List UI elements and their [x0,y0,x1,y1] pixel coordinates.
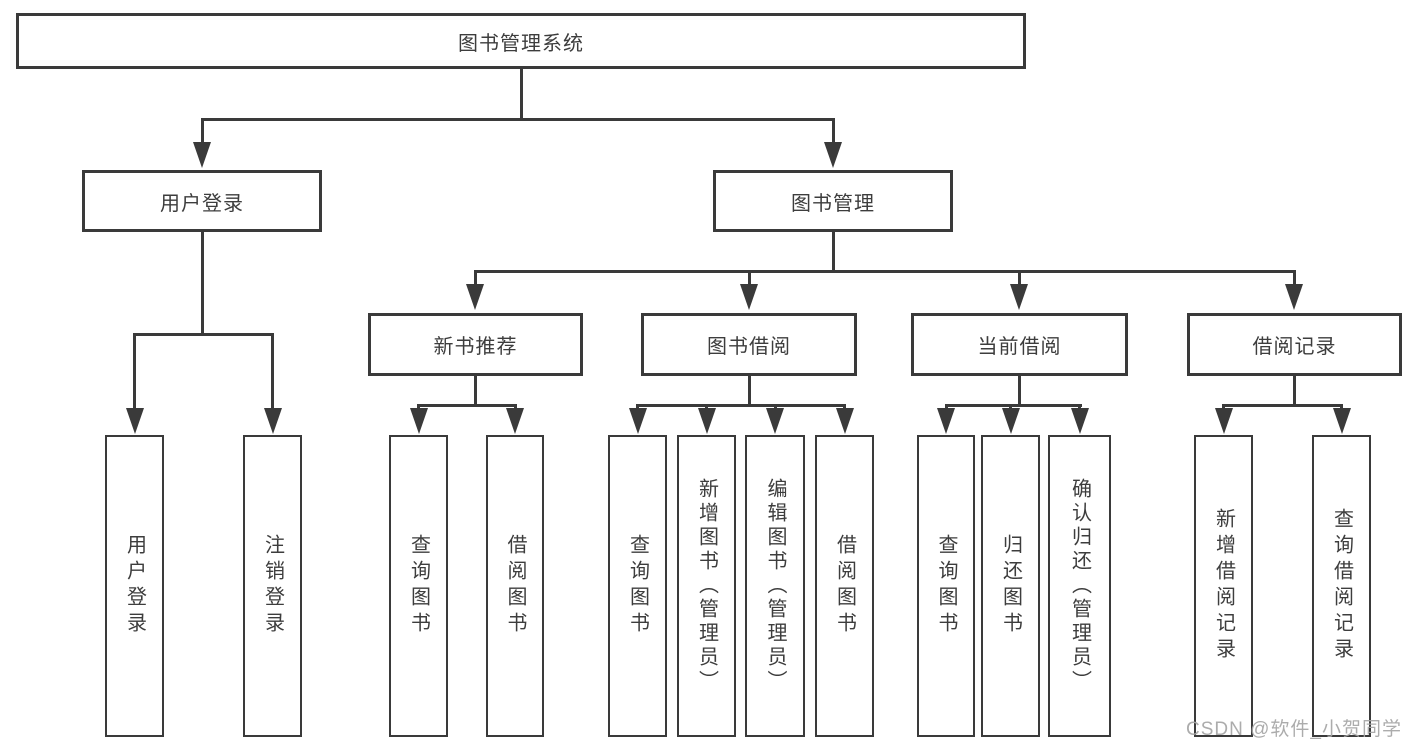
connector-line [636,404,846,407]
connector-line [473,273,477,287]
arrow-down [1070,408,1089,434]
connector-line [1293,273,1296,287]
connector-line [519,69,523,121]
connector-line [473,270,1296,273]
leaf-return-books: 归还图书 [981,435,1040,737]
arrow-down [1214,408,1233,434]
leaf-edit-books-admin: 编辑图书（管理员） [745,435,805,737]
leaf-confirm-return-admin-label: 确认归还（管理员） [1068,478,1091,694]
node-book-management: 图书管理 [713,170,953,232]
leaf-query-books-recommend-label: 查询图书 [407,534,430,638]
leaf-query-borrow-record-label: 查询借阅记录 [1330,508,1353,664]
arrow-down [1285,284,1303,310]
arrow-down [628,408,647,434]
connector-line [417,404,517,407]
node-user-login-label: 用户登录 [160,192,244,215]
node-current-borrow-label: 当前借阅 [977,336,1062,358]
arrow-down [125,408,144,434]
connector-line [831,121,835,149]
node-borrow-records: 借阅记录 [1187,313,1402,376]
connector-line [747,376,751,407]
connector-line [831,232,835,273]
leaf-add-books-admin-label: 新增图书（管理员） [695,478,718,694]
arrow-down [1010,284,1028,310]
leaf-query-books-current-label: 查询图书 [935,534,957,638]
connector-line [133,336,136,412]
connector-line [474,376,477,407]
leaf-borrow-books-recommend: 借阅图书 [486,435,544,737]
node-user-login: 用户登录 [82,170,322,232]
arrow-down [409,408,428,434]
connector-line [1018,376,1021,407]
leaf-query-books-borrow-label: 查询图书 [626,534,649,638]
leaf-confirm-return-admin: 确认归还（管理员） [1048,435,1111,737]
connector-line [200,118,835,121]
leaf-borrow-books-label: 借阅图书 [833,534,856,638]
leaf-add-borrow-record-label: 新增借阅记录 [1212,508,1235,664]
node-library-system: 图书管理系统 [16,13,1026,69]
arrow-down [824,142,842,168]
connector-line [944,404,1082,407]
arrow-down [697,408,716,434]
node-book-borrow-label: 图书借阅 [707,336,791,358]
arrow-down [506,408,524,434]
leaf-edit-books-admin-label: 编辑图书（管理员） [764,478,786,694]
leaf-query-books-recommend: 查询图书 [389,435,448,737]
node-current-borrow: 当前借阅 [911,313,1128,376]
connector-line [200,121,204,149]
node-new-book-recommend-label: 新书推荐 [433,336,518,358]
connector-line [271,336,274,412]
leaf-add-books-admin: 新增图书（管理员） [677,435,736,737]
arrow-down [263,408,282,434]
node-book-management-label: 图书管理 [791,192,875,215]
leaf-borrow-books-recommend-label: 借阅图书 [504,534,526,638]
node-book-borrow: 图书借阅 [641,313,857,376]
arrow-down [766,408,784,434]
arrow-down [835,408,854,434]
connector-line [1018,273,1021,287]
connector-line [747,273,751,287]
arrow-down [466,284,484,310]
connector-line [200,232,204,336]
arrow-down [937,408,955,434]
connector-line [1293,376,1296,407]
node-borrow-records-label: 借阅记录 [1252,336,1337,358]
leaf-query-books-current: 查询图书 [917,435,975,737]
arrow-down [193,142,211,168]
node-new-book-recommend: 新书推荐 [368,313,583,376]
connector-line [1222,404,1343,407]
arrow-down [740,284,758,310]
leaf-user-login-label: 用户登录 [123,534,146,638]
leaf-query-borrow-record: 查询借阅记录 [1312,435,1371,737]
leaf-user-login: 用户登录 [105,435,164,737]
leaf-add-borrow-record: 新增借阅记录 [1194,435,1253,737]
arrow-down [1001,408,1020,434]
leaf-borrow-books: 借阅图书 [815,435,874,737]
node-library-system-label: 图书管理系统 [458,32,584,55]
connector-line [133,333,274,336]
leaf-logout-label: 注销登录 [261,534,284,638]
arrow-down [1332,408,1351,434]
leaf-return-books-label: 归还图书 [999,534,1022,638]
leaf-query-books-borrow: 查询图书 [608,435,667,737]
csdn-watermark: CSDN @软件_小贺同学 [1186,719,1402,740]
leaf-logout: 注销登录 [243,435,302,737]
